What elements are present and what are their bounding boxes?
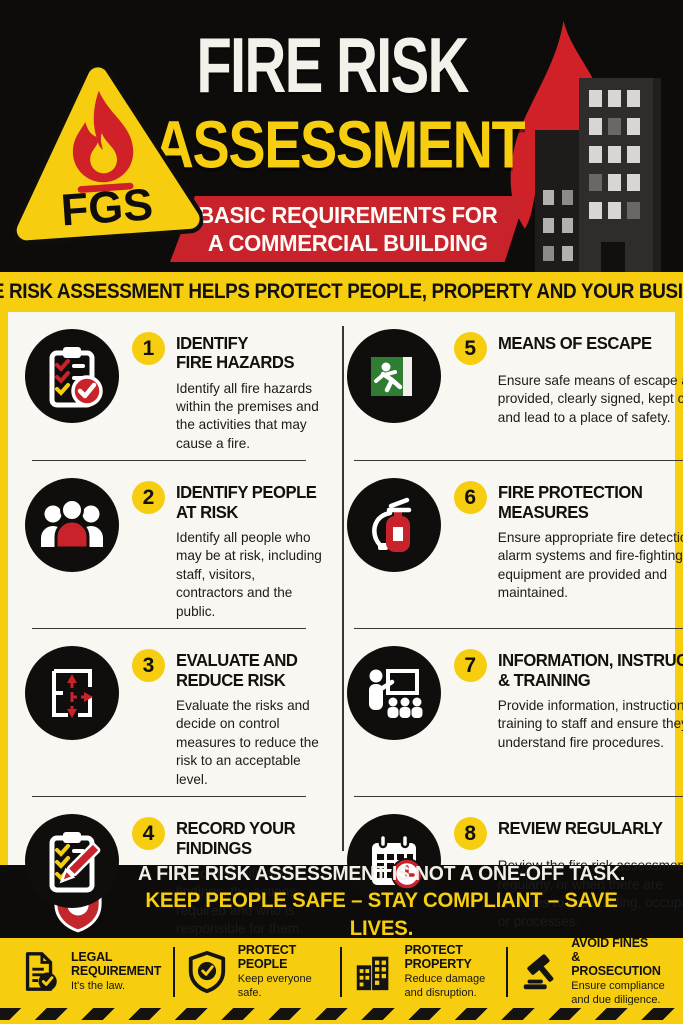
poster-title-line2: ASSESSMENT bbox=[153, 107, 526, 183]
bottom-banner-line1: A FIRE RISK ASSESSMENT IS NOT A ONE-OFF … bbox=[137, 863, 626, 886]
building-illustration bbox=[535, 78, 661, 272]
item-title: FIRE PROTECTION MEASURES bbox=[497, 482, 643, 522]
calendar-review-icon bbox=[346, 814, 441, 909]
item-number-badge: 4 bbox=[132, 817, 165, 851]
footer-item-legal: LEGAL REQUIREMENT It's the law. bbox=[8, 945, 175, 999]
item-title: IDENTIFY PEOPLE AT RISK bbox=[176, 482, 317, 522]
logo-text: FGS bbox=[59, 180, 154, 235]
poster-title-line1: FIRE RISK bbox=[196, 21, 469, 109]
item-number-badge: 5 bbox=[453, 332, 487, 365]
intro-banner-text: A FIRE RISK ASSESSMENT HELPS PROTECT PEO… bbox=[0, 280, 683, 303]
fgs-logo: FGS bbox=[12, 62, 205, 245]
item-8: 8 REVIEW REGULARLY Review the fire risk … bbox=[330, 797, 683, 946]
ribbon-line2: A COMMERCIAL BUILDING bbox=[208, 230, 488, 256]
footer-item-title: LEGAL REQUIREMENT bbox=[71, 949, 162, 978]
item-6: 6 FIRE PROTECTION MEASURES Ensure approp… bbox=[330, 461, 683, 630]
item-title: INFORMATION, INSTRUCTION & TRAINING bbox=[497, 650, 683, 690]
footer-item-subtitle: Reduce damage and disruption. bbox=[404, 973, 486, 999]
main-content: 1 IDENTIFY FIRE HAZARDS Identify all fir… bbox=[0, 312, 683, 936]
column-divider bbox=[341, 326, 344, 851]
item-title: EVALUATE AND REDUCE RISK bbox=[176, 650, 298, 690]
training-presentation-icon bbox=[346, 646, 441, 741]
item-description: Record significant findings, the actions… bbox=[176, 865, 303, 937]
item-description: Provide information, instruction and tra… bbox=[497, 697, 683, 750]
flame-inner bbox=[90, 133, 118, 174]
emergency-exit-icon bbox=[346, 329, 441, 423]
footer-item-protect-people: PROTECT PEOPLE Keep everyone safe. bbox=[172, 943, 342, 999]
flame-base bbox=[77, 182, 134, 193]
item-1: 1 IDENTIFY FIRE HAZARDS Identify all fir… bbox=[8, 312, 330, 462]
gavel-icon bbox=[523, 953, 554, 989]
header: FGS FIRE RISK ASSESSMENT BASIC REQUIREME… bbox=[0, 0, 683, 272]
item-2: 2 IDENTIFY PEOPLE AT RISK Identify all p… bbox=[8, 461, 330, 630]
footer-item-subtitle: It's the law. bbox=[71, 979, 126, 992]
buildings-icon bbox=[356, 956, 388, 990]
item-number-badge: 7 bbox=[453, 649, 487, 683]
item-number-badge: 1 bbox=[132, 332, 165, 365]
intro-banner: A FIRE RISK ASSESSMENT HELPS PROTECT PEO… bbox=[0, 272, 683, 312]
item-description: Evaluate the risks and decide on control… bbox=[176, 697, 319, 787]
bottom-banner-line2: KEEP PEOPLE SAFE – STAY COMPLIANT – SAVE… bbox=[145, 889, 618, 940]
item-3: 3 EVALUATE AND REDUCE RISK Evaluate the … bbox=[8, 629, 330, 798]
item-description: Review the fire risk assessment regularl… bbox=[497, 858, 683, 929]
footer-item-avoid-fines: AVOID FINES & PROSECUTION Ensure complia… bbox=[506, 936, 675, 1006]
fire-extinguisher-icon bbox=[346, 478, 441, 573]
item-number-badge: 6 bbox=[453, 481, 487, 515]
item-description: Identify all people who may be at risk, … bbox=[176, 529, 322, 619]
item-5: 5 MEANS OF ESCAPE Ensure safe means of e… bbox=[330, 312, 683, 462]
item-description: Ensure appropriate fire detection, alarm… bbox=[497, 529, 683, 601]
footer-item-protect-property: PROTECT PROPERTY Reduce damage and disru… bbox=[339, 943, 509, 999]
item-title: MEANS OF ESCAPE bbox=[497, 333, 652, 353]
people-group-icon bbox=[25, 478, 119, 573]
item-title: REVIEW REGULARLY bbox=[497, 818, 663, 839]
hazard-stripe-pattern bbox=[0, 1008, 683, 1020]
footer-item-subtitle: Keep everyone safe. bbox=[237, 973, 312, 999]
item-number-badge: 3 bbox=[132, 649, 165, 683]
footer-item-title: PROTECT PROPERTY bbox=[404, 943, 472, 972]
item-4: 4 RECORD YOUR FINDINGS Record significan… bbox=[8, 797, 330, 946]
clipboard-checklist-icon bbox=[25, 329, 119, 423]
item-7: 7 INFORMATION, INSTRUCTION & TRAINING Pr… bbox=[330, 629, 683, 798]
bottom-banner: A FIRE RISK ASSESSMENT IS NOT A ONE-OFF … bbox=[0, 863, 683, 940]
footer-item-title: AVOID FINES & PROSECUTION bbox=[571, 936, 661, 979]
item-title: IDENTIFY FIRE HAZARDS bbox=[176, 333, 295, 373]
evacuation-plan-icon bbox=[25, 646, 119, 741]
footer: LEGAL REQUIREMENT It's the law. PROTECT … bbox=[0, 936, 683, 1006]
shield-check-icon bbox=[188, 950, 225, 993]
subtitle-ribbon: BASIC REQUIREMENTS FOR A COMMERCIAL BUIL… bbox=[170, 196, 526, 262]
item-title: RECORD YOUR FINDINGS bbox=[176, 818, 296, 858]
clipboard-pencil-icon bbox=[25, 814, 119, 909]
item-description: Identify all fire hazards within the pre… bbox=[176, 380, 319, 451]
item-number-badge: 8 bbox=[453, 817, 487, 851]
item-number-badge: 2 bbox=[132, 481, 165, 515]
item-description: Ensure safe means of escape are provided… bbox=[497, 373, 683, 425]
footer-item-title: PROTECT PEOPLE bbox=[237, 943, 297, 972]
ribbon-line1: BASIC REQUIREMENTS FOR bbox=[198, 201, 498, 228]
document-check-icon bbox=[25, 951, 57, 991]
hazard-stripe bbox=[0, 1005, 683, 1024]
footer-item-subtitle: Ensure compliance and due diligence. bbox=[571, 980, 665, 1006]
